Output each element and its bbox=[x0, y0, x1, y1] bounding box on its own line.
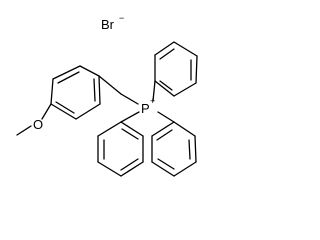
phenyl-ring-lower-right bbox=[151, 111, 197, 177]
phenyl-ring-upper bbox=[152, 41, 198, 102]
bromide-counterion: Br − bbox=[101, 13, 124, 32]
chemical-structure: Br − O bbox=[16, 13, 198, 177]
phenyl-ring-lower-left bbox=[97, 111, 144, 177]
methoxybenzyl-ring bbox=[50, 65, 101, 120]
phosphorus-charge: + bbox=[150, 96, 155, 106]
bromide-symbol: Br bbox=[101, 17, 115, 32]
phosphorus-symbol: P bbox=[141, 101, 150, 116]
methoxy-oxygen-symbol: O bbox=[33, 117, 43, 132]
methylene-linker bbox=[98, 75, 139, 105]
bromide-charge: − bbox=[119, 13, 124, 23]
methoxy-group: O bbox=[16, 103, 52, 136]
phosphonium-center: P + bbox=[141, 96, 155, 116]
